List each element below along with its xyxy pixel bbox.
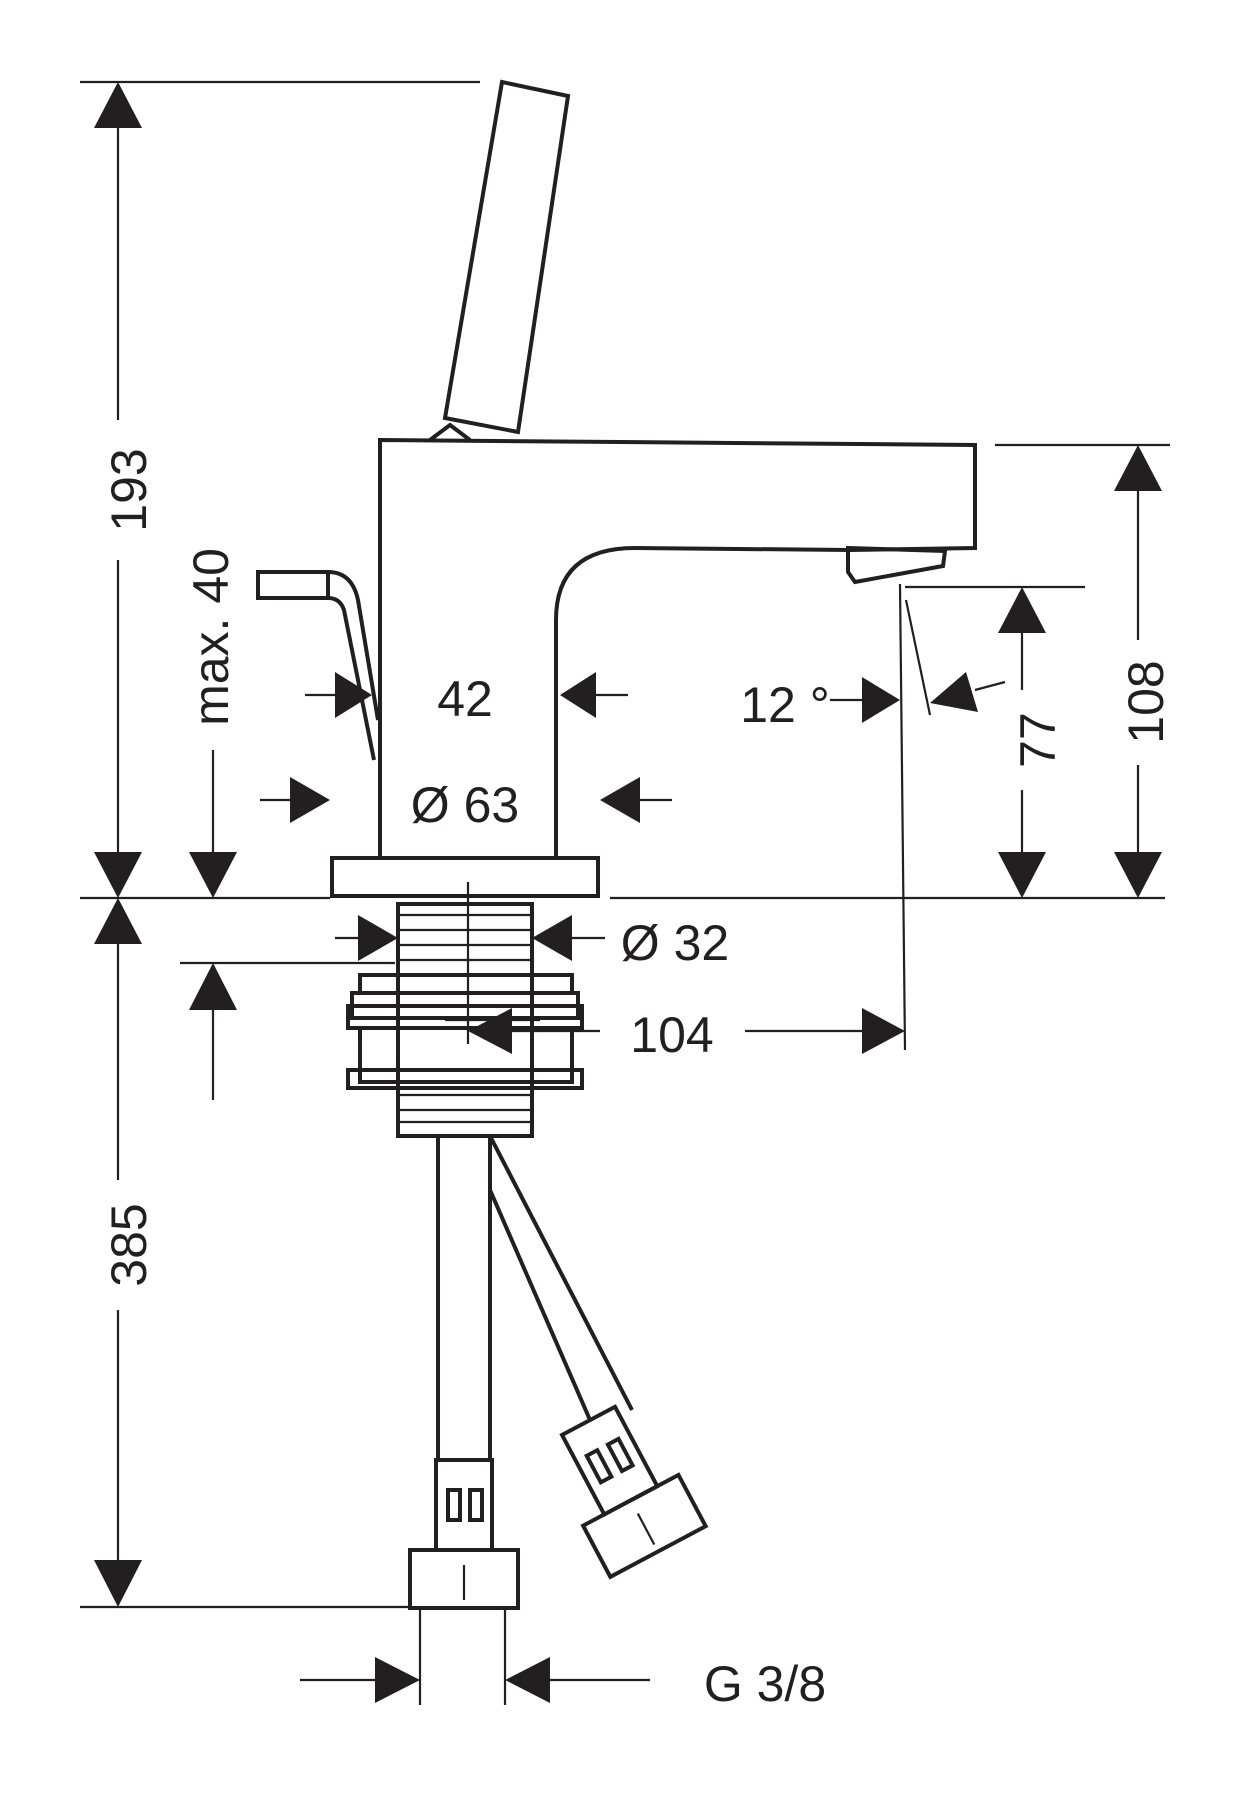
- dim-label-77: 77: [1010, 712, 1066, 768]
- dim-label-g-3-8: G 3/8: [704, 1656, 826, 1712]
- dimension-77: 77: [905, 585, 1085, 898]
- dimension-12-deg: 12 °: [740, 583, 1006, 1051]
- dim-label-108: 108: [1118, 660, 1174, 743]
- base-flange: [330, 856, 600, 898]
- dimension-108: 108: [995, 443, 1174, 898]
- dimension-dia-32: Ø 32: [335, 915, 729, 971]
- dim-label-385: 385: [101, 1203, 157, 1286]
- dim-label-42: 42: [437, 671, 493, 727]
- dimension-42: 42: [305, 671, 628, 727]
- dimension-g-3-8: G 3/8: [300, 1608, 826, 1712]
- faucet-body: [330, 437, 977, 898]
- shank-assembly: [346, 882, 584, 1138]
- dimension-385: 385: [80, 898, 410, 1609]
- dimension-dia-63: Ø 63: [260, 777, 672, 833]
- dim-label-12-deg: 12 °: [740, 677, 830, 733]
- dim-label-dia-63: Ø 63: [411, 777, 519, 833]
- dim-label-max-40: max. 40: [183, 548, 239, 726]
- dim-label-193: 193: [101, 448, 157, 531]
- aerator: [846, 545, 948, 585]
- dim-label-dia-32: Ø 32: [621, 915, 729, 971]
- popup-rod: [256, 570, 380, 761]
- dimension-104: 104: [468, 1007, 905, 1063]
- dimension-193: 193: [80, 80, 480, 898]
- supply-hoses: [408, 1135, 709, 1610]
- handle-lever: [428, 79, 571, 442]
- dimension-max-40: max. 40: [180, 548, 395, 1100]
- dim-label-104: 104: [630, 1007, 713, 1063]
